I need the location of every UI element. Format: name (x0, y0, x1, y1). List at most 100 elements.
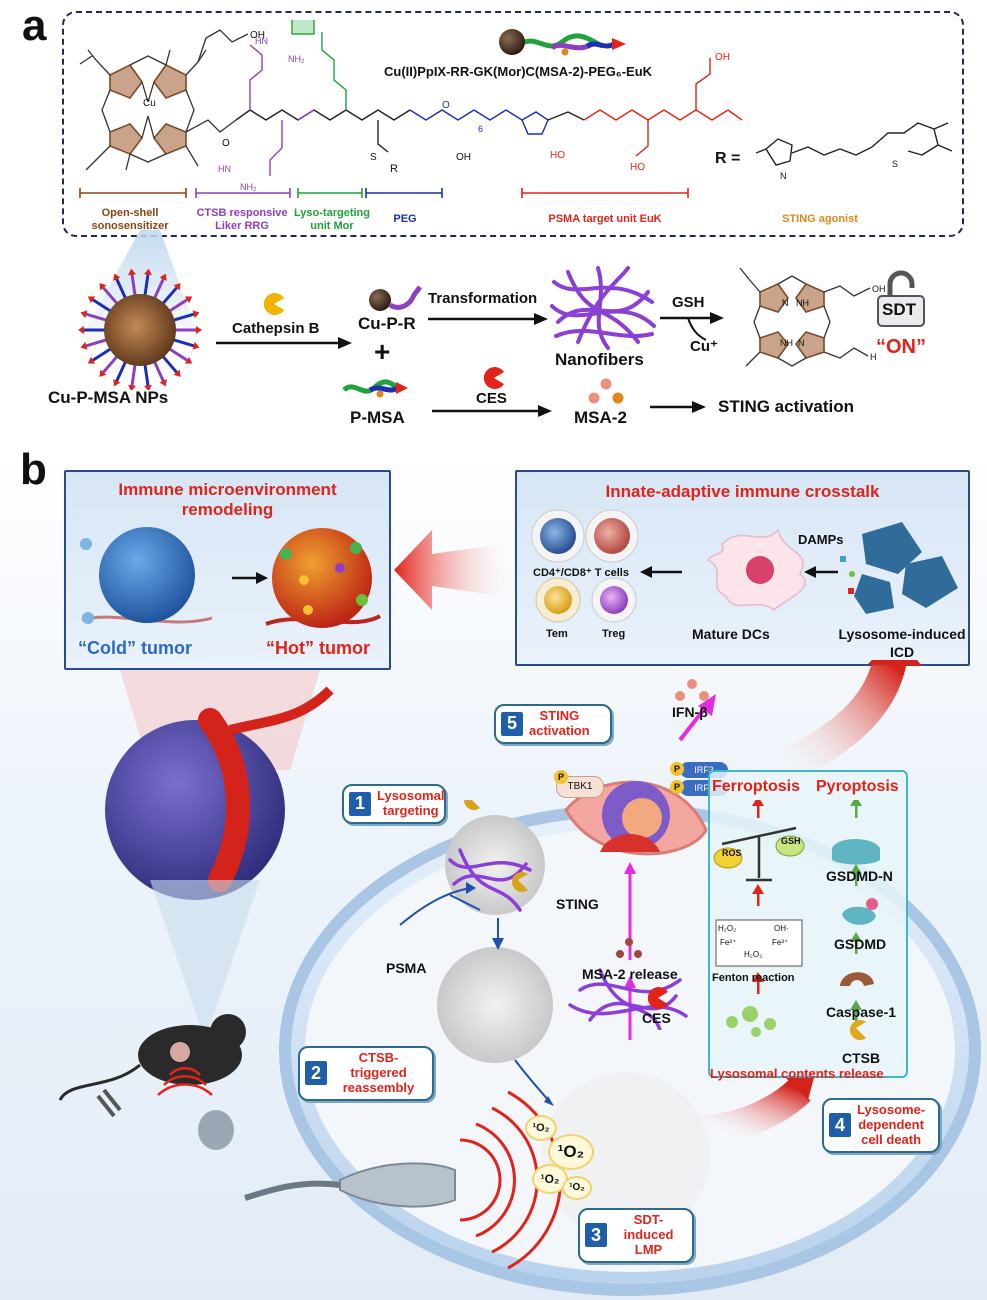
nanoparticle-spike (161, 286, 178, 306)
nanoparticle-spike (143, 363, 150, 386)
nh2-bottom: NH₂ (240, 182, 257, 192)
nanoparticle-spike-tip (87, 356, 96, 364)
fenton-fe3: Fe³⁺ (772, 938, 789, 947)
on-label: “ON” (876, 336, 926, 358)
step-5-line-1: STING (539, 708, 580, 723)
product-nh-2: NH (780, 338, 793, 348)
nanoparticle-spike (172, 338, 195, 348)
step-1-number: 1 (349, 791, 371, 816)
nanoparticle-spike-tip (128, 268, 137, 276)
conjugate-icon (499, 29, 626, 56)
ces-label-a: CES (476, 390, 507, 407)
label-ctsb-linker: CTSB responsive Liker RRG (196, 207, 288, 232)
sting-label: STING (556, 896, 599, 912)
nanoparticle-spike (143, 274, 150, 297)
nanoparticle-spike (115, 360, 128, 382)
nanoparticle-spike (152, 360, 165, 382)
np-label: Cu-P-MSA NPs (48, 388, 169, 407)
nanoparticle-spike (167, 298, 188, 313)
ho-label: HO (550, 150, 565, 161)
fenton-fe2: Fe²⁺ (720, 938, 737, 947)
panel-b-letter: b (20, 445, 47, 494)
msa2-label: MSA-2 (574, 408, 627, 427)
step-4-number: 4 (829, 1113, 851, 1138)
nanoparticle-spike (130, 274, 137, 297)
nh-bottom: HN (218, 164, 231, 174)
immune-card-title-2: remodeling (181, 500, 274, 519)
nanoparticle-spike-tip (113, 273, 121, 281)
fenton-oh: OH· (774, 924, 789, 933)
oh-label-3: OH (715, 52, 730, 63)
label-peg: PEG (393, 213, 417, 225)
nanofibers-label: Nanofibers (555, 350, 644, 369)
oh-label-1: OH (250, 30, 265, 41)
step-3-sdt-lmp: 3 SDT-induced LMP (578, 1208, 694, 1263)
nanoparticle-spike (85, 338, 108, 348)
o-label-1: O (222, 138, 230, 149)
tbk1-phospho: P (554, 770, 568, 784)
icd-label-1: Lysosome-induced (838, 626, 966, 642)
nanoparticle-spike-tip (195, 326, 202, 334)
nanoparticle-spike-tip (113, 379, 121, 387)
step-4-lysosome-death: 4 Lysosome- dependent cell death (822, 1098, 940, 1153)
r-group: R (390, 163, 398, 175)
immune-cells-illustration (531, 509, 958, 623)
ifn-label: IFN-β (672, 704, 708, 720)
lysosome-contents (448, 800, 688, 1030)
nanoparticle-spike (85, 312, 108, 322)
p-msa-label: P-MSA (350, 408, 405, 427)
nanoparticle-spike-tip (159, 379, 167, 387)
step-1-lysosomal-targeting: 1 Lysosomal targeting (342, 784, 446, 824)
ho-label-2: HO (630, 162, 645, 173)
ros-label: ROS (722, 848, 742, 858)
step-2-ctsb-reassembly: 2 CTSB-triggered reassembly (298, 1046, 434, 1101)
step-2-line-2: reassembly (342, 1079, 415, 1095)
ces-enzyme-icon (483, 367, 504, 389)
nanoparticle-spike-tip (99, 369, 107, 377)
sting-activation-a: STING activation (718, 397, 855, 416)
caspase-1-label: Caspase-1 (826, 1004, 897, 1020)
nanoparticle-spike (130, 363, 137, 386)
arrow-sting (650, 401, 706, 413)
cold-tumor-label: “Cold” tumor (78, 638, 192, 658)
transformation-label: Transformation (428, 290, 538, 307)
nanoparticle-spike (167, 347, 188, 362)
lysosomal-release-label: Lysosomal contents release (710, 1066, 884, 1081)
p-msa-icon (342, 379, 408, 398)
step-3-line-2: LMP (634, 1241, 663, 1257)
r-n-atom: N (780, 171, 787, 181)
peg-subscript: 6 (478, 124, 483, 134)
tumor-transition (80, 527, 381, 628)
hot-tumor-label: “Hot” tumor (266, 638, 370, 658)
label-psma-unit: PSMA target unit EuK (548, 213, 662, 225)
mature-dcs-label: Mature DCs (692, 626, 770, 642)
product-n-1: N (782, 298, 789, 308)
immune-card-title-1: Immune microenvironment (118, 480, 337, 499)
msa-release-label: MSA-2 release (582, 966, 678, 982)
nanoparticle-spike (161, 354, 178, 374)
nanoparticle-spike-tip (159, 273, 167, 281)
cu-p-r-icon (369, 285, 422, 311)
nh-top: HN (255, 36, 268, 46)
product-oh: OH (872, 284, 886, 294)
nh2-top: NH₂ (288, 54, 305, 64)
singlet-oxygen-1: ¹O₂ (525, 1115, 557, 1141)
irf3-phospho-2: P (670, 780, 684, 794)
step-3-line-1: SDT-induced (623, 1212, 674, 1242)
crosstalk-title: Innate-adaptive immune crosstalk (605, 482, 880, 501)
plus-sign: + (374, 336, 391, 367)
arrow-gsh (660, 312, 724, 341)
icd-label-2: ICD (889, 644, 915, 660)
nanoparticle-spike (102, 286, 119, 306)
nanoparticle-spike-tip (184, 356, 193, 364)
gsh-label-b: GSH (781, 836, 801, 846)
r-equals: R = (715, 150, 741, 167)
s-atom: S (370, 152, 377, 163)
oh-label-2: OH (456, 152, 471, 163)
fenton-h2o2-bottom: H₂O₂ (744, 950, 763, 959)
nanoparticle-spike (152, 278, 165, 300)
nanoparticle-spike-tip (80, 310, 88, 319)
nanoparticle-spike (115, 278, 128, 300)
ctsb-label: CTSB (842, 1050, 881, 1066)
segment-brackets (79, 188, 689, 198)
